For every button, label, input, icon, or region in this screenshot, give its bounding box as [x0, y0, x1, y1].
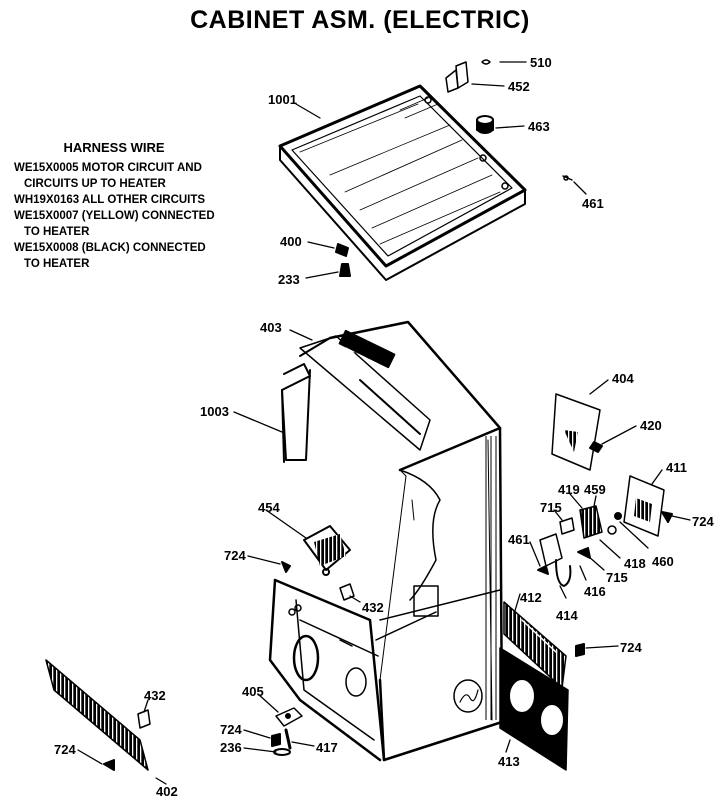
part-label: 1001: [268, 92, 297, 107]
part-label: 419: [558, 482, 580, 497]
screw-420: [589, 441, 603, 453]
toe-kick-402: [45, 659, 149, 771]
clip-400: [335, 243, 349, 257]
part-label: 463: [528, 119, 550, 134]
part-label: 454: [258, 500, 280, 515]
part-label: 724: [620, 640, 642, 655]
part-label: 724: [220, 722, 242, 737]
part-label: 452: [508, 79, 530, 94]
diagram-title: CABINET ASM. (ELECTRIC): [190, 6, 530, 34]
part-label: 715: [606, 570, 628, 585]
screws-460-418: [607, 512, 622, 535]
harness-line: TO HEATER: [24, 258, 90, 270]
part-404: [551, 393, 601, 471]
part-label: 414: [556, 608, 578, 623]
harness-line: WH19X0163 ALL OTHER CIRCUITS: [14, 194, 206, 206]
screw-461-right: [537, 565, 549, 575]
part-405: [275, 707, 303, 727]
screw-724-kick: [103, 759, 115, 771]
part-459: [579, 505, 603, 539]
part-label: 403: [260, 320, 282, 335]
part-432-cabinet: [339, 583, 355, 601]
top-panel: [278, 84, 527, 281]
part-label: 460: [652, 554, 674, 569]
part-label: 432: [362, 600, 384, 615]
part-label: 724: [54, 742, 76, 757]
part-label: 461: [508, 532, 530, 547]
harness-line: WE15X0007 (YELLOW) CONNECTED: [14, 210, 215, 222]
part-label: 1003: [200, 404, 229, 419]
part-label: 724: [692, 514, 714, 529]
part-label: 411: [666, 460, 687, 475]
leader-lines: [77, 61, 691, 785]
part-label: 417: [316, 740, 338, 755]
bracket-416-414: [539, 533, 572, 587]
screw-724-right: [661, 511, 673, 523]
part-432-kick: [137, 709, 151, 729]
screw-233: [339, 263, 351, 277]
harness-line: WE15X0005 MOTOR CIRCUIT AND: [14, 162, 202, 174]
part-label: 400: [280, 234, 302, 249]
part-labels: 510 452 1001 463 461 400 233 403 1003 40…: [54, 55, 714, 799]
part-label: 432: [144, 688, 166, 703]
foot-463: [476, 115, 494, 134]
part-label: 236: [220, 740, 242, 755]
part-411: [623, 475, 665, 537]
part-label: 416: [584, 584, 606, 599]
harness-wire-note: HARNESS WIRE WE15X0005 MOTOR CIRCUIT AND…: [14, 140, 264, 272]
part-label: 461: [582, 196, 604, 211]
screw-461-top: [562, 175, 573, 181]
cabinet-body: [268, 320, 504, 762]
part-label: 510: [530, 55, 552, 70]
part-label: 404: [612, 371, 634, 386]
side-panel-1003: [281, 363, 311, 463]
part-label: 233: [278, 272, 300, 287]
part-454: [303, 525, 351, 576]
screw-724-lower: [575, 643, 585, 657]
part-label: 459: [584, 482, 606, 497]
part-label: 413: [498, 754, 520, 769]
part-label: 402: [156, 784, 178, 799]
panel-413: [499, 647, 569, 771]
part-label: 405: [242, 684, 264, 699]
harness-line: CIRCUITS UP TO HEATER: [24, 178, 166, 190]
part-label: 418: [624, 556, 646, 571]
harness-title: HARNESS WIRE: [63, 140, 165, 155]
part-label: 724: [224, 548, 246, 563]
part-715: [559, 517, 591, 559]
screw-724-left: [281, 561, 291, 573]
harness-line: WE15X0008 (BLACK) CONNECTED: [14, 242, 206, 254]
screw-510: [445, 59, 491, 93]
part-label: 412: [520, 590, 542, 605]
harness-line: TO HEATER: [24, 226, 90, 238]
part-label: 715: [540, 500, 562, 515]
part-label: 420: [640, 418, 662, 433]
parts-724-236-417: [271, 728, 292, 756]
